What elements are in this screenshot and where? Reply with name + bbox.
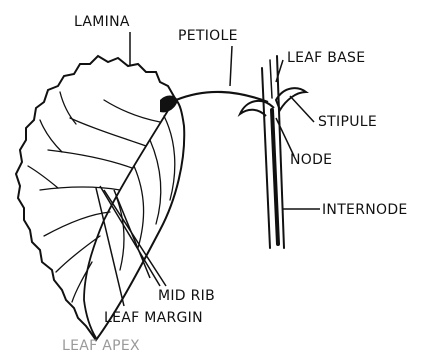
label-mid-rib: MID RIB: [158, 288, 215, 304]
label-leaf-base: LEAF BASE: [287, 50, 365, 66]
stem: [262, 56, 284, 248]
leaf-base: [240, 101, 274, 116]
label-node: NODE: [290, 152, 332, 168]
stipule: [276, 88, 306, 110]
label-leaf-margin: LEAF MARGIN: [104, 310, 203, 326]
label-lamina: LAMINA: [74, 14, 130, 30]
label-petiole: PETIOLE: [178, 28, 238, 44]
label-leaf-apex: LEAF APEX: [62, 338, 140, 354]
label-internode: INTERNODE: [322, 202, 408, 218]
label-stipule: STIPULE: [318, 114, 377, 130]
